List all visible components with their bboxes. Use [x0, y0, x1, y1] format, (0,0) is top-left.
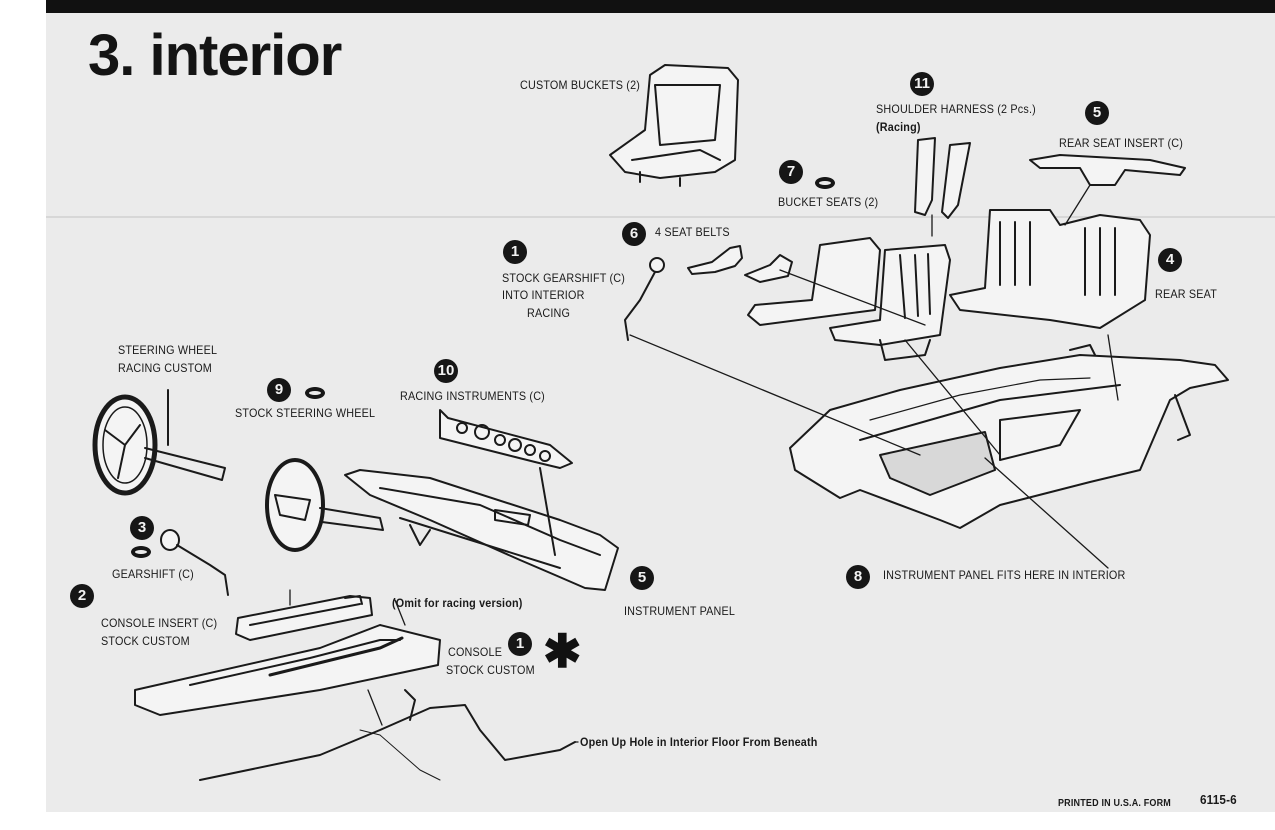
part-number-badge-10: 10	[434, 359, 458, 383]
rear-seat-insert-label: REAR SEAT INSERT (C)	[1059, 136, 1184, 150]
asterisk-icon: ✱	[543, 625, 582, 677]
stock-gearshift-drawing	[624, 257, 665, 341]
instrument-panel-label: INSTRUMENT PANEL	[624, 604, 736, 618]
console-insert-label: CONSOLE INSERT (C)	[101, 616, 218, 630]
gearshift-drawing	[160, 529, 229, 596]
rear-seat-insert-drawing	[1029, 154, 1186, 186]
top-black-bar	[46, 0, 1275, 13]
omit-for-racing-label: (Omit for racing version)	[392, 596, 523, 610]
printed-in-usa-label: PRINTED IN U.S.A. FORM	[1058, 798, 1171, 809]
stock-gearshift-racing-label: RACING	[527, 306, 571, 320]
paper-fold-line	[46, 216, 1275, 218]
interior-tub-drawing	[789, 344, 1229, 529]
rear-seat-label: REAR SEAT	[1155, 287, 1218, 301]
seat-belts-drawing	[687, 245, 793, 283]
part-number-badge-1-gearshift: 1	[503, 240, 527, 264]
racing-instruments-drawing	[439, 409, 573, 556]
interior-floor-drawing	[199, 689, 576, 781]
part-number-badge-4: 4	[1158, 248, 1182, 272]
part-number-badge-8: 8	[846, 565, 870, 589]
rear-seat-drawing	[949, 209, 1151, 329]
leader-lines	[289, 184, 1119, 743]
bucket-seats-label: BUCKET SEATS (2)	[778, 195, 879, 209]
steering-wheel-label: STEERING WHEEL	[118, 343, 218, 357]
part-number-badge-2: 2	[70, 584, 94, 608]
shoulder-harness-drawing	[914, 137, 971, 219]
color-oval-icon	[305, 387, 325, 399]
custom-buckets-label: CUSTOM BUCKETS (2)	[520, 78, 641, 92]
part-number-badge-7: 7	[779, 160, 803, 184]
gearshift-label: GEARSHIFT (C)	[112, 567, 194, 581]
instrument-panel-fits-label: INSTRUMENT PANEL FITS HERE IN INTERIOR	[883, 568, 1126, 582]
part-number-badge-1-console: 1	[508, 632, 532, 656]
shoulder-harness-racing-label: (Racing)	[876, 120, 921, 134]
front-bucket-seats-drawing	[747, 237, 951, 361]
racing-custom-label: RACING CUSTOM	[118, 361, 212, 375]
console-drawing	[134, 624, 441, 716]
page-title: 3. interior	[88, 23, 342, 88]
stock-steering-wheel-label: STOCK STEERING WHEEL	[235, 406, 376, 420]
stock-steering-wheel-drawing	[265, 458, 384, 552]
console-stock-custom-label: STOCK CUSTOM	[446, 663, 535, 677]
part-number-badge-5-panel: 5	[630, 566, 654, 590]
seat-belts-label: 4 SEAT BELTS	[655, 225, 730, 239]
part-number-badge-5: 5	[1085, 101, 1109, 125]
open-up-hole-label: Open Up Hole in Interior Floor From Bene…	[580, 735, 818, 749]
part-number-badge-11: 11	[910, 72, 934, 96]
racing-instruments-label: RACING INSTRUMENTS (C)	[400, 389, 545, 403]
part-number-badge-6: 6	[622, 222, 646, 246]
console-insert-stock-custom-label: STOCK CUSTOM	[101, 634, 190, 648]
part-number-badge-9: 9	[267, 378, 291, 402]
racing-steering-wheel-drawing	[92, 389, 226, 496]
custom-bucket-seat-drawing	[609, 64, 739, 187]
part-number-badge-3: 3	[130, 516, 154, 540]
color-oval-icon	[131, 546, 151, 558]
shoulder-harness-label: SHOULDER HARNESS (2 Pcs.)	[876, 102, 1036, 116]
stock-gearshift-label: STOCK GEARSHIFT (C)	[502, 271, 626, 285]
instrument-panel-drawing	[344, 469, 619, 591]
console-insert-drawing	[235, 595, 373, 641]
color-oval-icon	[815, 177, 835, 189]
stock-gearshift-interior-label: INTO INTERIOR	[502, 288, 585, 302]
form-number-label: 6115-6	[1200, 792, 1237, 807]
console-label: CONSOLE	[448, 645, 503, 659]
